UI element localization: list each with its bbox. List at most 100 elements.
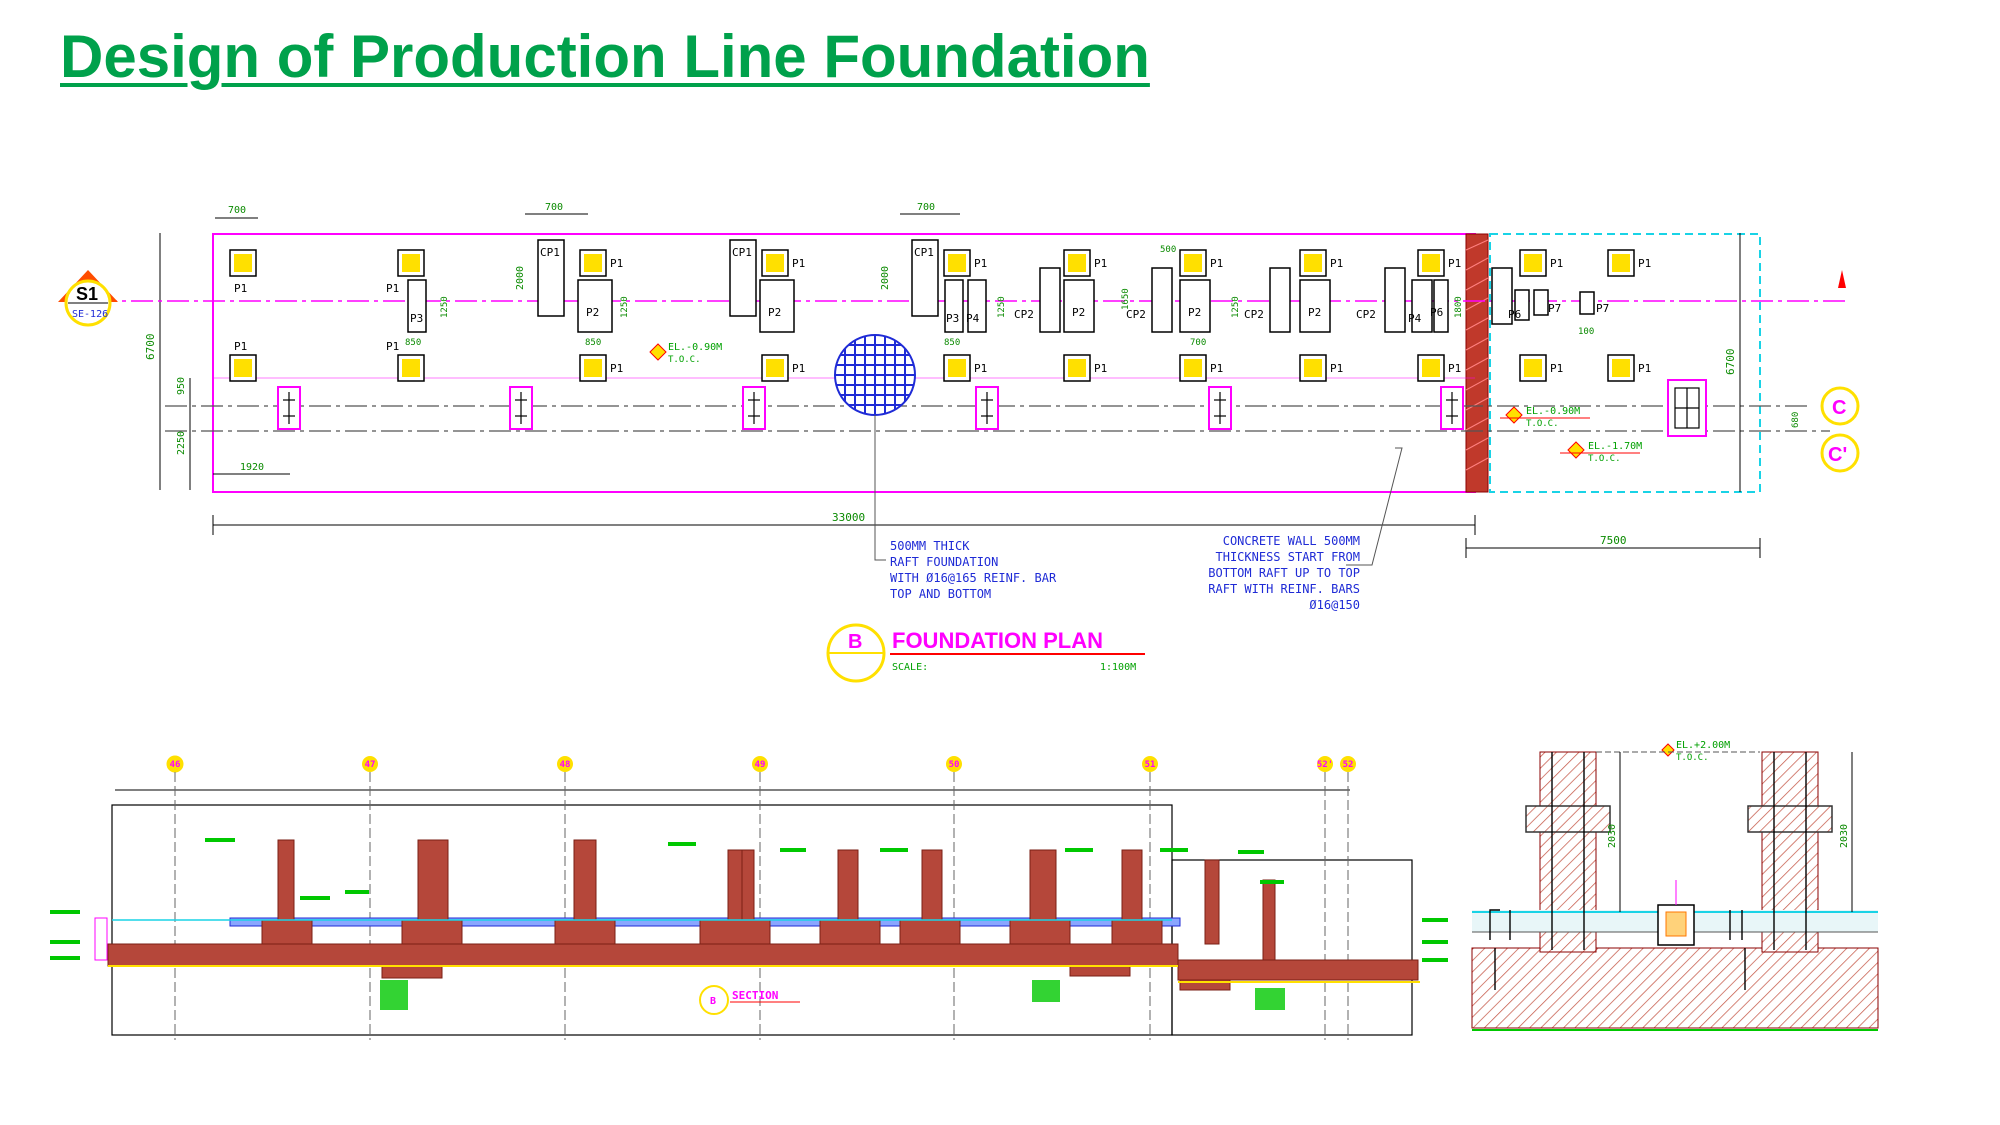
section-marker-ref: SE-126 bbox=[72, 309, 108, 320]
label-cp2: CP2 bbox=[1014, 308, 1034, 321]
dim-height-left: 6700 bbox=[144, 334, 157, 361]
dim-680: 680 bbox=[1791, 412, 1801, 428]
dim-2250: 2250 bbox=[176, 431, 187, 455]
note-raft-line: TOP AND BOTTOM bbox=[890, 587, 991, 601]
note-wall-line: CONCRETE WALL 500MM bbox=[1223, 534, 1360, 548]
section-view-title-text: SECTION bbox=[732, 989, 778, 1002]
note-raft-line: WITH Ø16@165 REINF. BAR bbox=[890, 571, 1057, 585]
grid-bubble-c-prime: C' bbox=[1820, 433, 1860, 473]
label-cp2: CP2 bbox=[1126, 308, 1146, 321]
label-p1: P1 bbox=[1448, 362, 1461, 375]
dim-1650: 1650 bbox=[1121, 288, 1131, 310]
page-title: Design of Production Line Foundation bbox=[60, 23, 1150, 90]
detail-el-label: EL.+2.00M bbox=[1676, 740, 1730, 751]
dim-850: 850 bbox=[405, 338, 421, 348]
grid-bubble: 52' bbox=[1317, 760, 1333, 770]
label-p2: P2 bbox=[586, 306, 599, 319]
grid-bubble: 48 bbox=[560, 760, 571, 770]
note-wall-line: THICKNESS START FROM bbox=[1216, 550, 1361, 564]
grid-bubble: 51 bbox=[1145, 760, 1156, 770]
dim-1250: 1250 bbox=[440, 296, 450, 318]
grid-bubble: 50 bbox=[949, 760, 960, 770]
elevation-right-2-toc: T.O.C. bbox=[1588, 454, 1621, 464]
dim-1920: 1920 bbox=[240, 462, 264, 473]
dim-700-cp1b: 700 bbox=[917, 202, 935, 213]
plan-view-title: B FOUNDATION PLAN SCALE: 1:100M bbox=[826, 623, 1145, 683]
dim-total-length: 33000 bbox=[832, 511, 865, 524]
section-view-letter: B bbox=[710, 996, 716, 1007]
label-p1: P1 bbox=[386, 340, 399, 353]
grid-bubble: 52 bbox=[1343, 760, 1354, 770]
label-p7: P7 bbox=[1596, 302, 1609, 315]
grid-bubble: 46 bbox=[170, 760, 181, 770]
label-p4: P4 bbox=[1408, 312, 1422, 325]
label-p1: P1 bbox=[234, 340, 247, 353]
dim-1250d: 1250 bbox=[1231, 296, 1241, 318]
dim-100: 100 bbox=[1578, 327, 1594, 337]
label-p1: P1 bbox=[386, 282, 399, 295]
dim-500: 500 bbox=[1160, 245, 1176, 255]
dim-950: 950 bbox=[176, 377, 187, 395]
dim-2000b: 2000 bbox=[880, 266, 891, 290]
label-p3: P3 bbox=[946, 312, 959, 325]
elevation-marker-right-2: EL.-1.70M T.O.C. bbox=[1560, 441, 1642, 464]
label-p1: P1 bbox=[1094, 362, 1107, 375]
raft-reinforcement-detail bbox=[834, 334, 916, 416]
label-p1: P1 bbox=[1094, 257, 1107, 270]
pedestal-group-p1 bbox=[229, 249, 1635, 382]
label-p1: P1 bbox=[974, 362, 987, 375]
grid-bubble: 49 bbox=[755, 760, 766, 770]
dim-700-cp1: 700 bbox=[545, 202, 563, 213]
dim-1800: 1800 bbox=[1454, 296, 1464, 318]
label-p1: P1 bbox=[792, 257, 805, 270]
label-cp1: CP1 bbox=[914, 246, 934, 259]
label-p1: P1 bbox=[610, 362, 623, 375]
dim-850b: 850 bbox=[585, 338, 601, 348]
detail-base-raft bbox=[1471, 947, 1879, 1029]
note-concrete-wall: CONCRETE WALL 500MM THICKNESS START FROM… bbox=[1208, 534, 1360, 612]
label-cp1: CP1 bbox=[540, 246, 560, 259]
dim-850c: 850 bbox=[944, 338, 960, 348]
label-p2: P2 bbox=[768, 306, 781, 319]
label-p1: P1 bbox=[610, 257, 623, 270]
dim-1250b: 1250 bbox=[620, 296, 630, 318]
grid-c-prime-label: C' bbox=[1828, 444, 1847, 466]
elevation-marker-right-1: EL.-0.90M T.O.C. bbox=[1500, 406, 1590, 429]
elevation-right-1-label: EL.-0.90M bbox=[1526, 406, 1580, 417]
elevation-marker-top: EL.-0.90M T.O.C. bbox=[649, 342, 722, 365]
detail-dim-2030-right: 2030 bbox=[1839, 824, 1850, 848]
label-p2: P2 bbox=[1072, 306, 1085, 319]
label-p1: P1 bbox=[1638, 257, 1651, 270]
note-wall-line: BOTTOM RAFT UP TO TOP bbox=[1208, 566, 1360, 580]
dim-extension: 7500 bbox=[1600, 534, 1627, 547]
label-p2: P2 bbox=[1308, 306, 1321, 319]
section-marker-label: S1 bbox=[76, 284, 98, 304]
label-p1: P1 bbox=[1638, 362, 1651, 375]
dim-700-mid: 700 bbox=[1190, 338, 1206, 348]
label-p1: P1 bbox=[1550, 362, 1563, 375]
label-p1: P1 bbox=[1550, 257, 1563, 270]
note-wall-line: Ø16@150 bbox=[1309, 598, 1360, 612]
section-marker-s1: S1 SE-126 bbox=[58, 270, 118, 327]
label-p1: P1 bbox=[234, 282, 247, 295]
label-p2: P2 bbox=[1188, 306, 1201, 319]
plan-view-letter: B bbox=[848, 631, 862, 653]
section-grid-bubbles: 46 47 48 49 50 51 52' 52 bbox=[166, 755, 1356, 773]
elevation-right-2-label: EL.-1.70M bbox=[1588, 441, 1642, 452]
label-p1: P1 bbox=[1210, 257, 1223, 270]
anchor-box-group bbox=[277, 379, 1707, 437]
dim-2000: 2000 bbox=[515, 266, 526, 290]
label-p1: P1 bbox=[1330, 362, 1343, 375]
label-p6: P6 bbox=[1430, 306, 1443, 319]
elevation-top-toc: T.O.C. bbox=[668, 355, 701, 365]
label-p1: P1 bbox=[974, 257, 987, 270]
plan-scale-value: 1:100M bbox=[1100, 662, 1136, 673]
section-view-title: B SECTION bbox=[699, 985, 800, 1015]
grid-c-label: C bbox=[1832, 397, 1846, 419]
label-p1: P1 bbox=[1448, 257, 1461, 270]
note-raft-line: RAFT FOUNDATION bbox=[890, 555, 998, 569]
label-p1: P1 bbox=[1330, 257, 1343, 270]
label-p4: P4 bbox=[966, 312, 980, 325]
